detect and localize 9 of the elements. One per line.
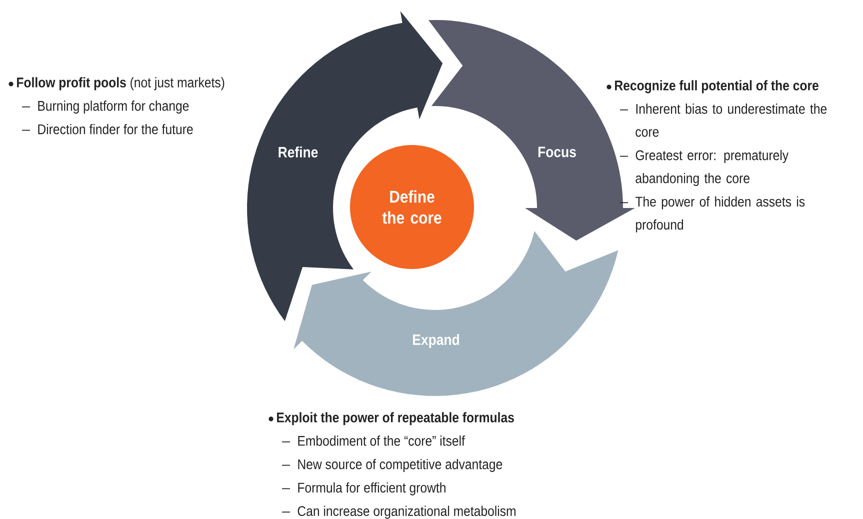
list-item: Direction finder for the future	[22, 124, 193, 134]
cycle-segment: Expand	[294, 230, 618, 396]
list-item: Burning platform for change	[22, 100, 189, 114]
list-item: Embodiment of the “core” itself	[282, 436, 465, 446]
list-item: Formula for efficient growth	[282, 482, 446, 496]
list-item: Can increase organizational metabolism	[282, 506, 516, 519]
list-item: New source of competitive advantage	[282, 458, 502, 472]
list-heading: Exploit the power of repeatable formulas	[268, 412, 514, 426]
list-heading: Follow profit pools (not just markets)	[8, 77, 224, 90]
